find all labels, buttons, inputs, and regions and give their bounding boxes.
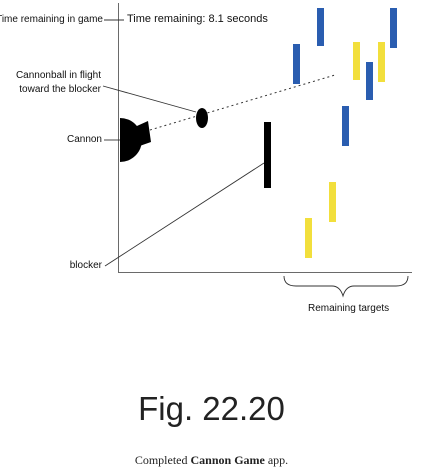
callout-line-blocker [104, 162, 265, 267]
callout-remaining-targets: Remaining targets [308, 303, 390, 314]
target-blue [342, 106, 349, 146]
time-remaining-label: Time remaining: 8.1 seconds [127, 13, 268, 25]
figure-description-suffix: app. [264, 453, 289, 467]
figure-description-app: Cannon Game [190, 453, 265, 467]
callout-cannon: Cannon [66, 134, 102, 145]
figure-description: Completed Cannon Game app. [0, 453, 423, 468]
figure: Time remaining: 8.1 seconds Time remaini… [0, 3, 412, 314]
target-yellow [329, 182, 336, 222]
target-yellow [305, 218, 312, 258]
target-blue [366, 62, 373, 100]
targets-bracket [283, 275, 409, 298]
callout-blocker: blocker [69, 260, 102, 271]
blocker [264, 122, 271, 188]
figure-drawing [102, 8, 409, 298]
cannon-barrel [128, 121, 151, 149]
target-yellow [378, 42, 385, 82]
target-yellow [353, 42, 360, 80]
callout-cannonball-2: toward the blocker [19, 84, 101, 95]
callout-line-cannonball [102, 85, 197, 113]
target-blue [317, 8, 324, 46]
callout-time-remaining: Time remaining in game [0, 14, 103, 25]
target-blue [293, 44, 300, 84]
figure-description-prefix: Completed [134, 453, 191, 467]
cannonball-trajectory [149, 74, 336, 131]
figure-caption: Fig. 22.20 [138, 390, 285, 427]
game-screen [118, 3, 412, 273]
callout-cannonball-1: Cannonball in flight [15, 70, 101, 81]
cannonball [196, 108, 208, 128]
target-blue [390, 8, 397, 48]
